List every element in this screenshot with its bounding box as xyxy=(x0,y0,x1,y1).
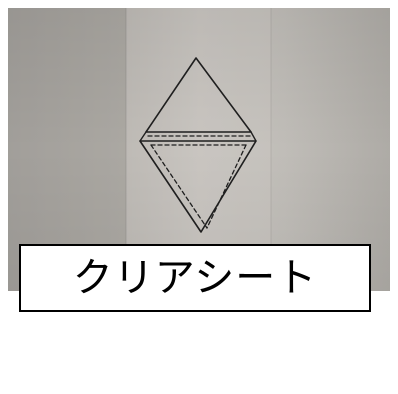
caption-label: クリアシート xyxy=(73,258,317,298)
caption-box: クリアシート xyxy=(19,244,371,312)
